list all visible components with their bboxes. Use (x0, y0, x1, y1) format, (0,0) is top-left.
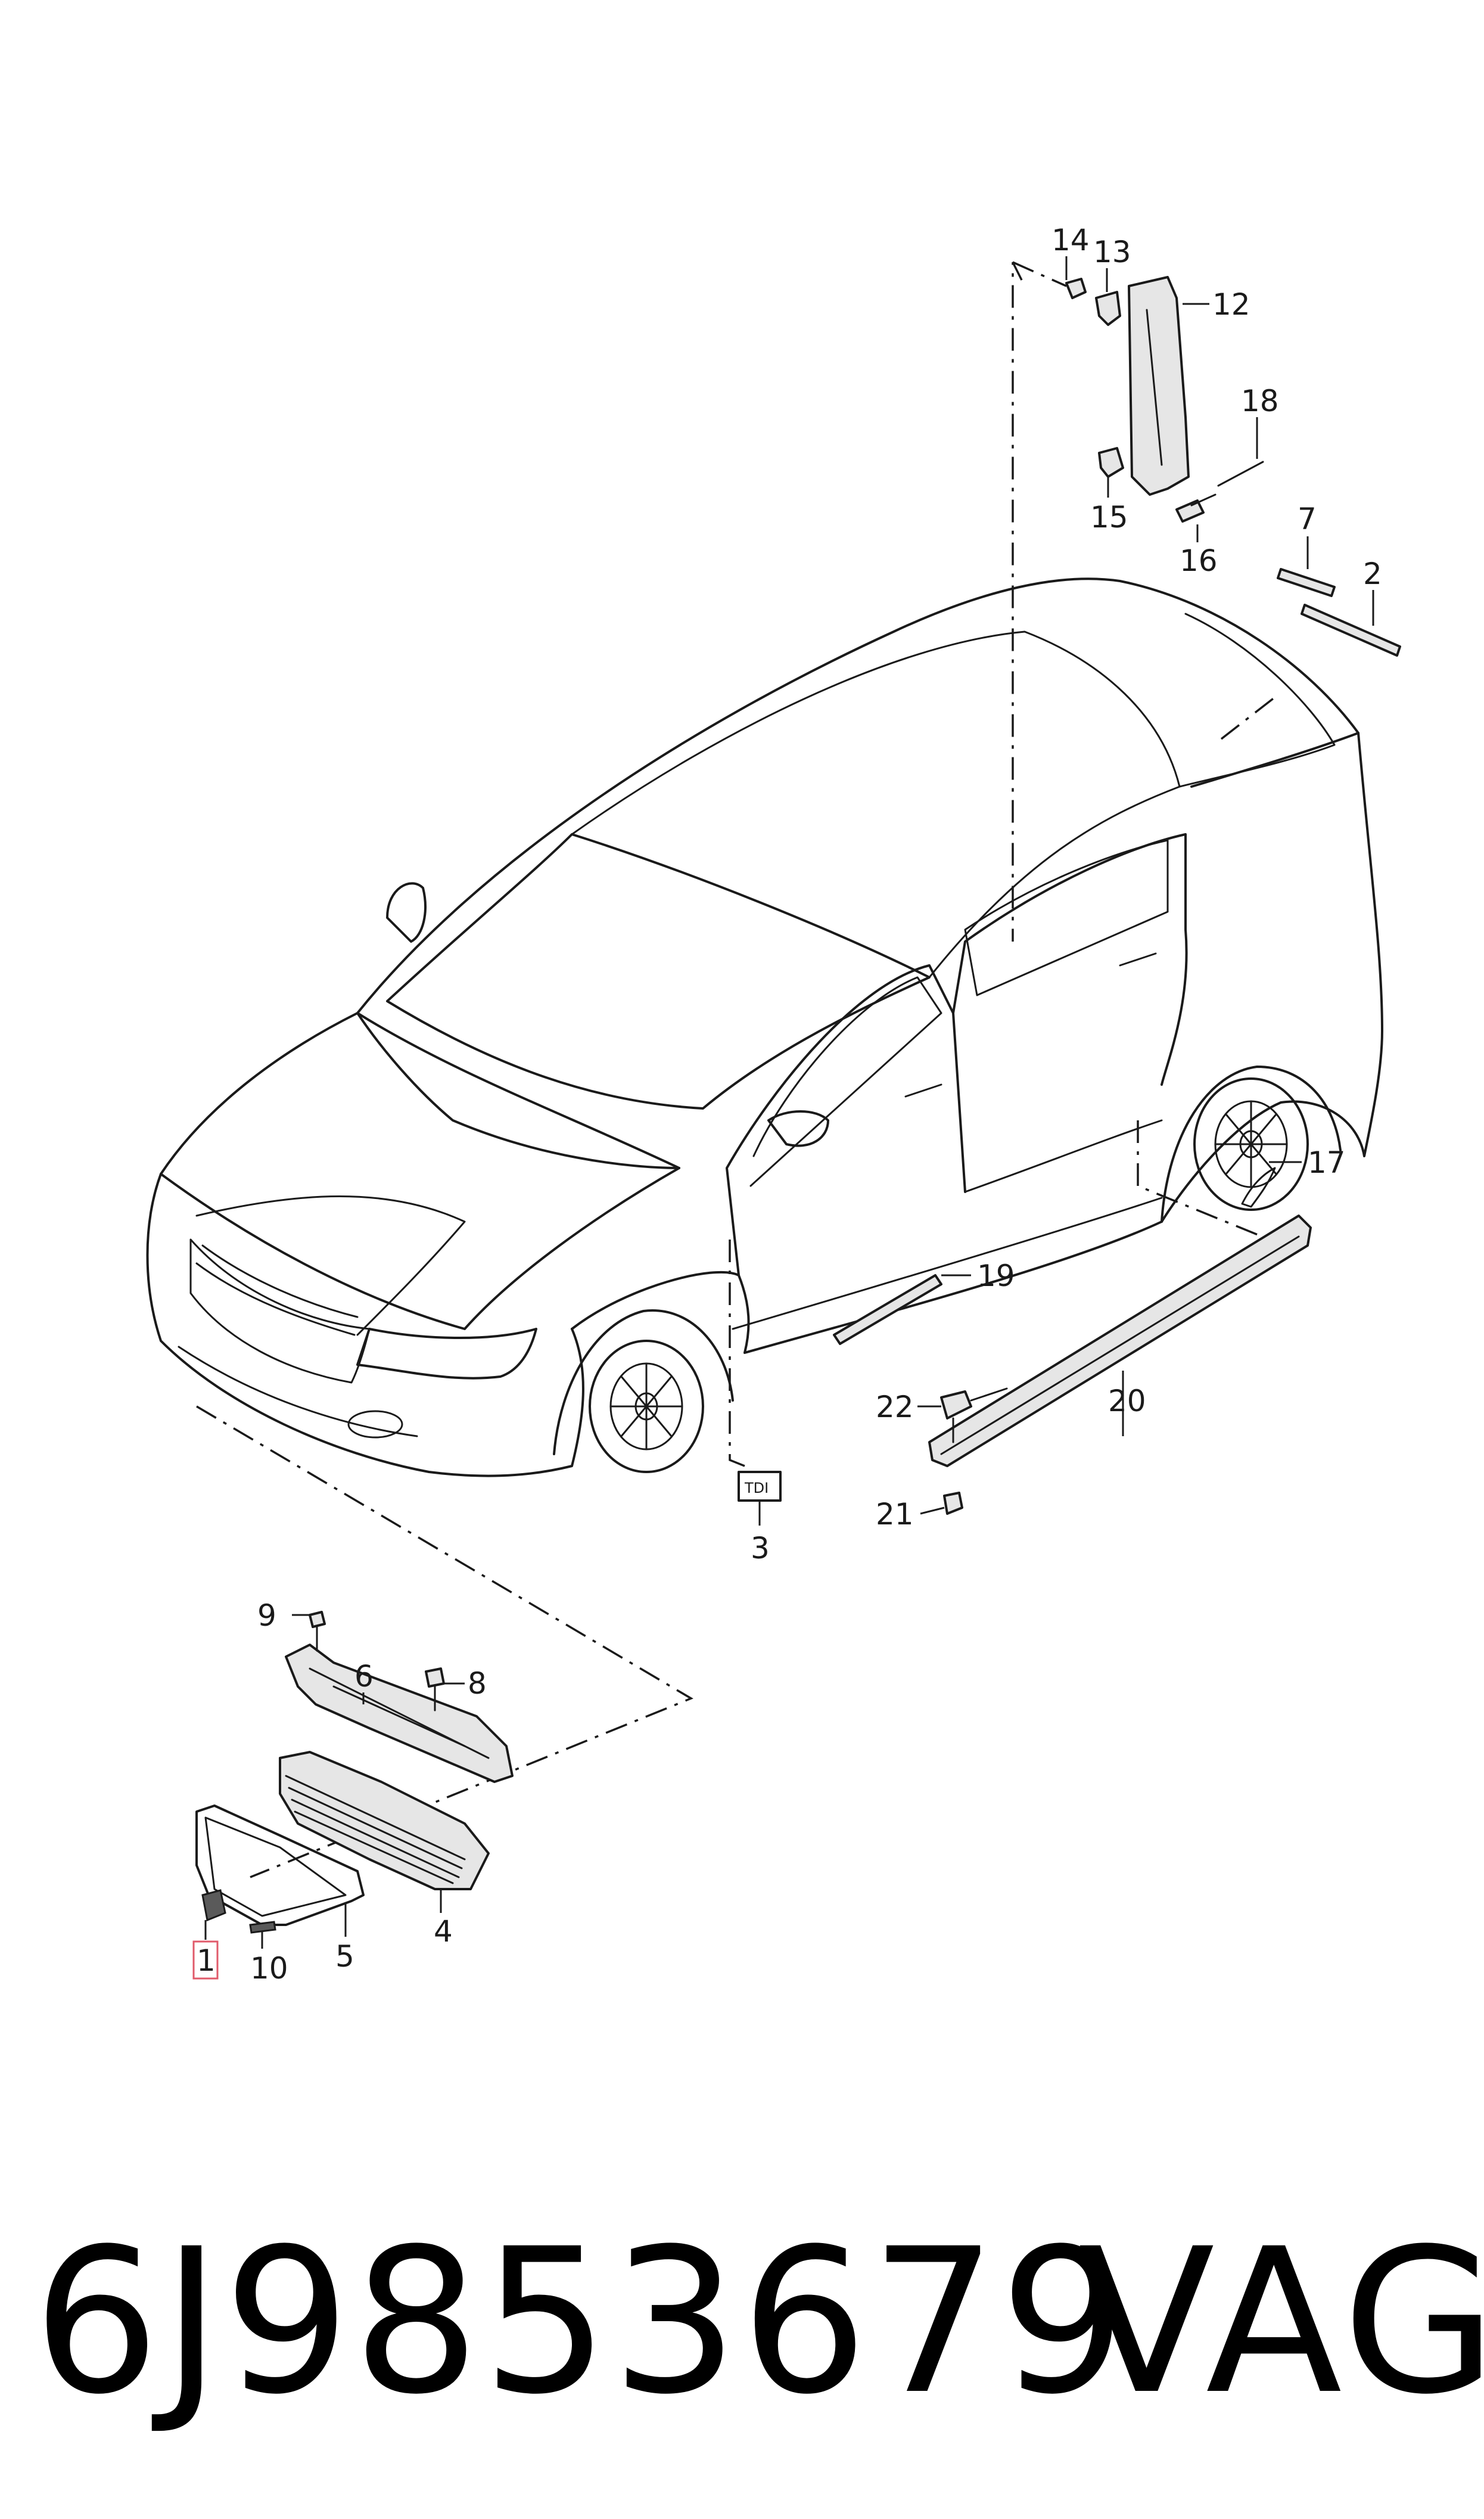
callout-10: 10 (250, 1951, 288, 1986)
pillar-trim-parts (1065, 276, 1401, 657)
leader-lines (204, 256, 1374, 1949)
callout-16: 16 (1180, 543, 1218, 578)
callout-7: 7 (1298, 502, 1317, 536)
tdi-badge-text: TDI (744, 1480, 769, 1496)
car-illustration (146, 577, 1383, 1477)
callout-4: 4 (434, 1914, 453, 1949)
callout-21: 21 (876, 1497, 914, 1532)
brand-label: VAG (1078, 2206, 1484, 2439)
side-sill-parts (738, 1167, 1312, 1515)
callout-14: 14 (1051, 223, 1090, 257)
part-number: 6J9853679 (33, 2206, 1129, 2439)
callout-15: 15 (1090, 500, 1128, 535)
callout-5: 5 (335, 1939, 354, 1974)
callout-19: 19 (977, 1259, 1015, 1293)
callout-3: 3 (751, 1531, 770, 1566)
callout-22: 22 (876, 1390, 914, 1424)
callout-6: 6 (354, 1659, 374, 1694)
highlight-box (192, 1940, 219, 1980)
callout-2: 2 (1363, 557, 1382, 591)
callout-17: 17 (1308, 1145, 1346, 1180)
callout-9: 9 (257, 1598, 276, 1633)
callout-20: 20 (1108, 1384, 1146, 1418)
callout-1: 1 (197, 1943, 216, 1978)
callout-18: 18 (1241, 384, 1279, 418)
callout-13: 13 (1093, 235, 1131, 269)
callout-labels: 14 13 12 18 15 16 7 2 17 19 20 22 21 3 9… (192, 223, 1382, 1986)
grille-assembly (195, 1611, 514, 1934)
callout-12: 12 (1212, 287, 1250, 322)
guide-lines (196, 261, 1299, 1878)
callout-8: 8 (468, 1666, 487, 1701)
